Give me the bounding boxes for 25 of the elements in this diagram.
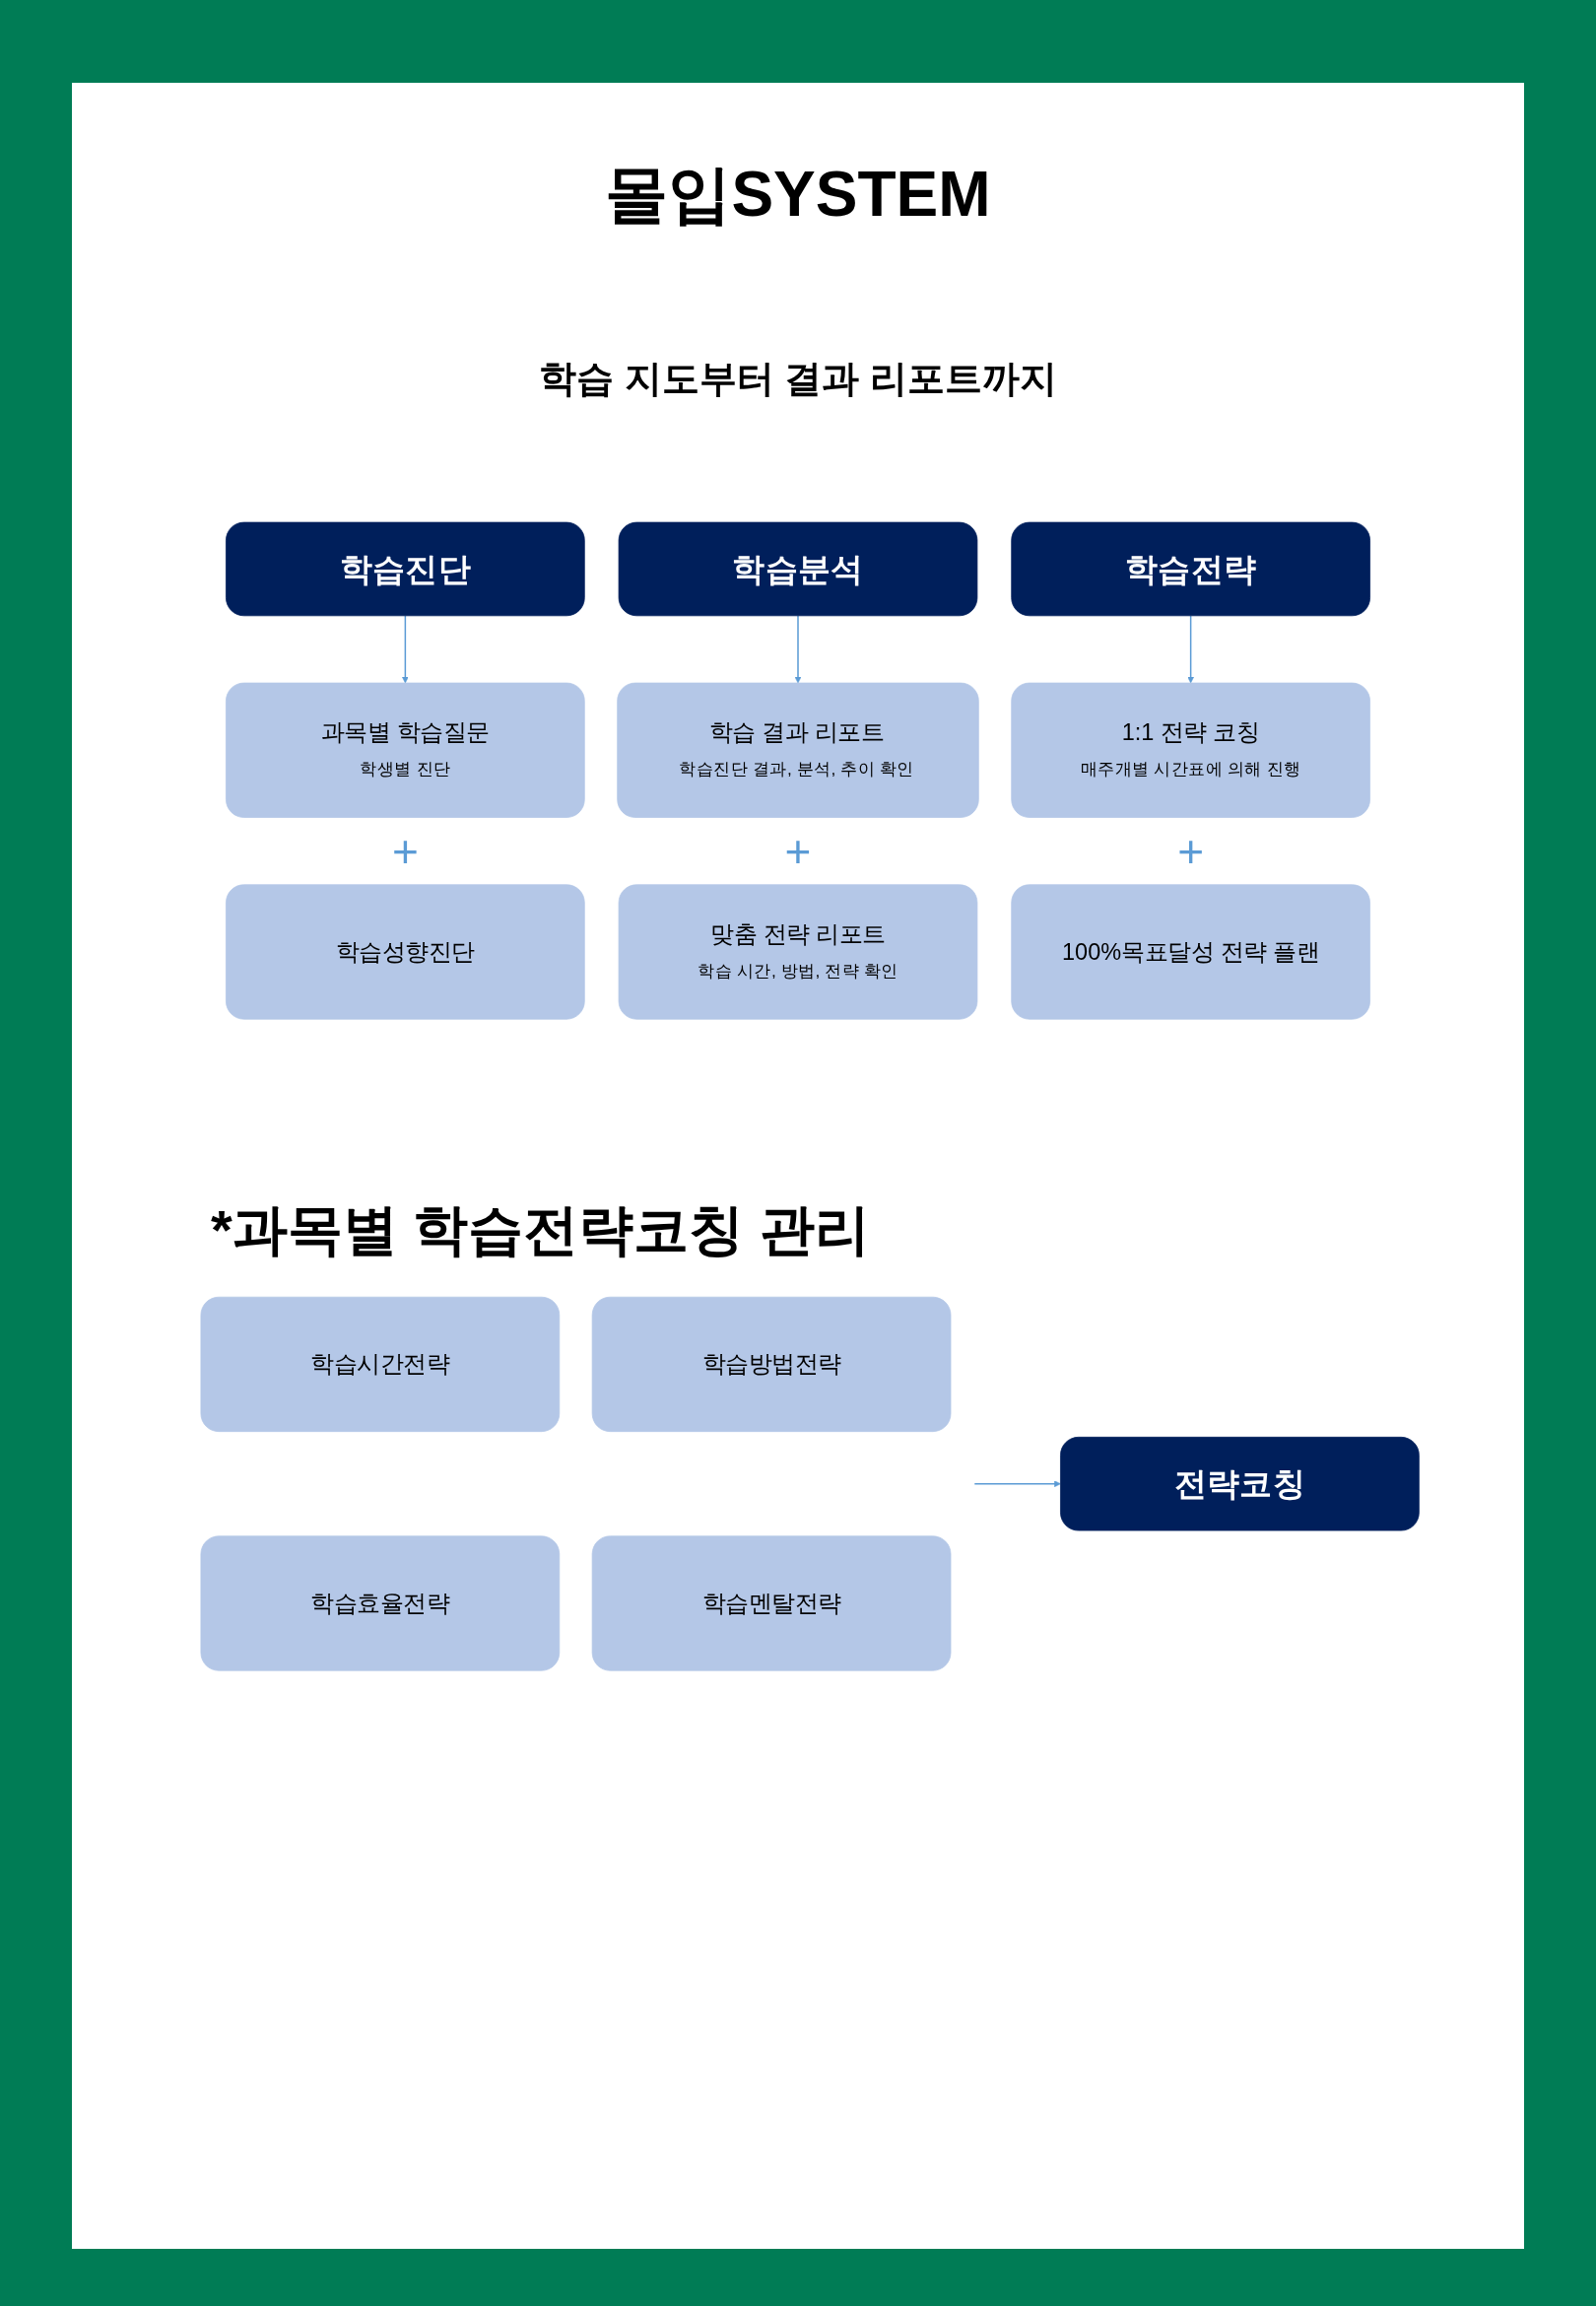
- plus-sign: +: [391, 828, 419, 874]
- node-box: [618, 521, 978, 617]
- node-box: [591, 1535, 952, 1671]
- arrow: [402, 615, 409, 684]
- arrow: [794, 615, 802, 684]
- node-box: [618, 884, 978, 1020]
- diagram-title: 몰입SYSTEM: [605, 159, 991, 230]
- node-box: [591, 1296, 952, 1433]
- section-heading: *과목별 학습전략코칭 관리: [210, 1202, 870, 1258]
- node-box: [1011, 682, 1370, 818]
- node-box: [226, 521, 585, 617]
- node-box: [200, 1535, 561, 1671]
- node-box: [226, 682, 585, 818]
- node-box: [1011, 521, 1370, 617]
- node-box: [200, 1296, 561, 1433]
- plus-sign: +: [784, 828, 812, 874]
- node-box: [1060, 1436, 1420, 1531]
- arrow: [973, 1480, 1061, 1488]
- plus-sign: +: [1177, 828, 1205, 874]
- node-box: [226, 884, 585, 1020]
- card-background: 몰입SYSTEM 학습 지도부터 결과 리포트까지 학습시간전략 학습효율전략 학습방법전략 학습멘탈전략 전략코칭 학습진단 과목별 학습질문 학생별 진단 학습성향진단 학습분석 학습 결과 리포트 학습진단 결과, 분석, 추이 확인 맞춤 전략 리포트 학습 시간, 방법, 전략 확인 학습전략 1:1 전략 코칭 매주개별 시간표에 의해 진행 100%목표달성 전략 플랜 + + + *과목별 학습전략코칭 관리: [72, 83, 1524, 2249]
- node-box: [617, 682, 979, 818]
- subtitle: 학습 지도부터 결과 리포트까지: [539, 358, 1057, 399]
- arrow: [1187, 615, 1194, 684]
- node-box: [1011, 884, 1370, 1020]
